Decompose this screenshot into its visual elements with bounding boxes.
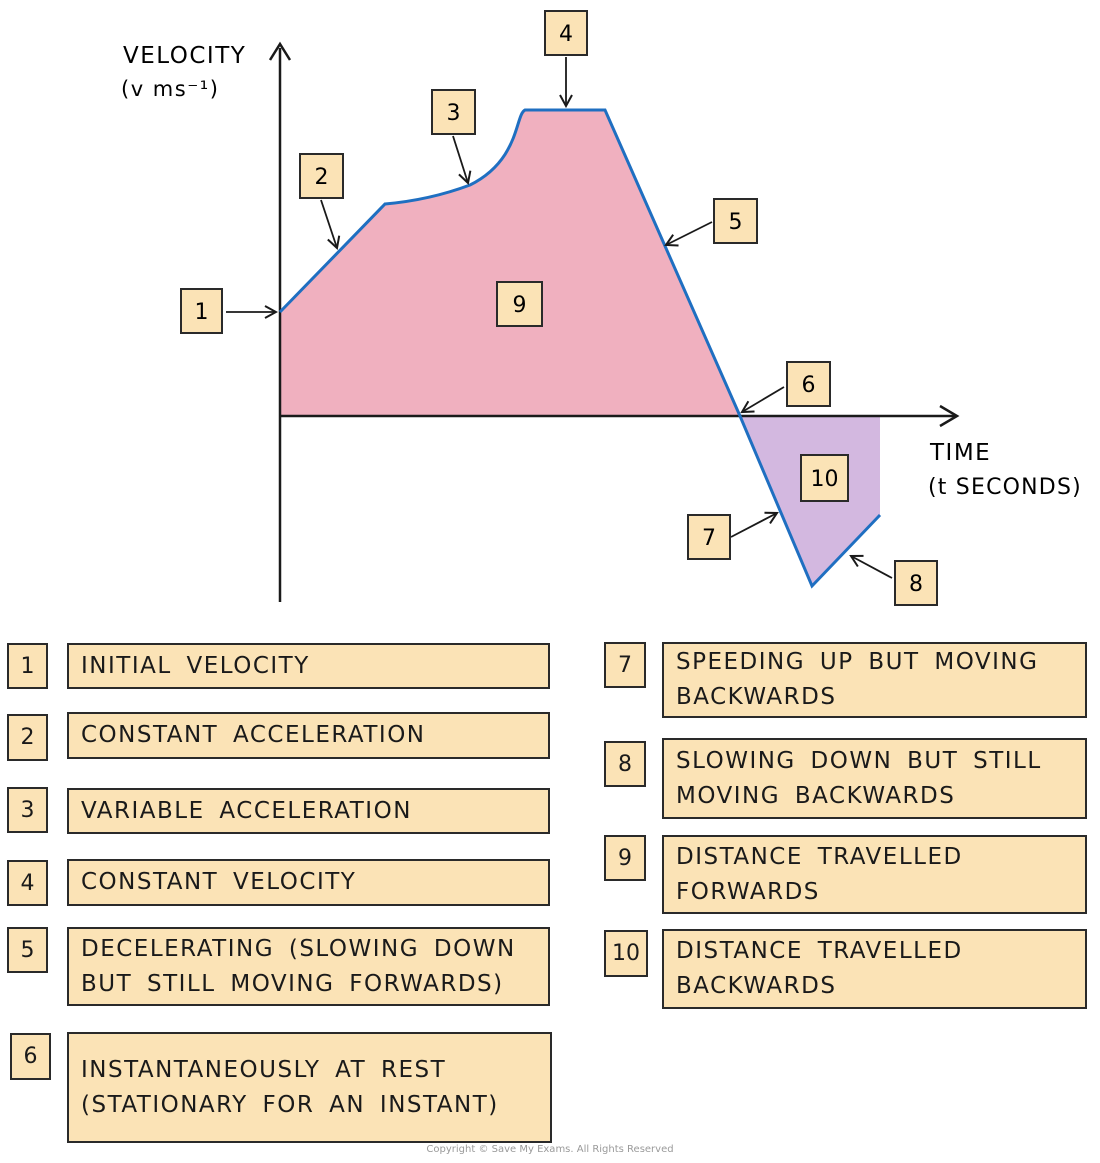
key-description-2: CONSTANT ACCELERATION xyxy=(67,712,550,759)
forward-distance-area xyxy=(280,110,740,416)
key-description-3: VARIABLE ACCELERATION xyxy=(67,788,550,834)
key-number-4: 4 xyxy=(7,860,48,906)
x-axis-label: TIME xyxy=(929,440,991,466)
key-number-8: 8 xyxy=(604,741,646,787)
key-text-1: INITIAL VELOCITY xyxy=(81,652,310,679)
callout-10: 10 xyxy=(800,454,849,502)
callout-arrow-2 xyxy=(320,199,337,248)
key-text-6: INSTANTANEOUSLY AT REST (STATIONARY FOR … xyxy=(81,1056,499,1118)
velocity-time-graph: VELOCITY (v ms⁻¹) TIME (t SECONDS) 1 2 3… xyxy=(121,10,1082,606)
callout-1-label: 1 xyxy=(195,300,209,325)
y-axis-arrowhead xyxy=(268,41,292,61)
key-number-3: 3 xyxy=(7,787,48,833)
y-axis-label: VELOCITY xyxy=(123,43,246,69)
callout-7: 7 xyxy=(687,514,731,560)
key-number-9: 9 xyxy=(604,835,646,881)
key-text-7: SPEEDING UP BUT MOVING BACKWARDS xyxy=(676,649,1039,710)
key-description-5: DECELERATING (SLOWING DOWN BUT STILL MOV… xyxy=(67,927,550,1006)
x-axis-unit: (t SECONDS) xyxy=(928,475,1082,500)
callout-arrow-3 xyxy=(452,135,468,183)
key-description-6: INSTANTANEOUSLY AT REST (STATIONARY FOR … xyxy=(67,1032,552,1143)
key-text-3: VARIABLE ACCELERATION xyxy=(81,797,412,824)
callout-3-label: 3 xyxy=(447,101,461,126)
key-text-2: CONSTANT ACCELERATION xyxy=(81,722,426,748)
callout-7-label: 7 xyxy=(702,526,716,551)
callout-6-label: 6 xyxy=(802,373,816,398)
callout-10-label: 10 xyxy=(811,467,839,492)
key-description-4: CONSTANT VELOCITY xyxy=(67,859,550,906)
callout-3: 3 xyxy=(431,89,476,135)
key-text-5: DECELERATING (SLOWING DOWN BUT STILL MOV… xyxy=(81,935,516,997)
key-number-1: 1 xyxy=(7,643,48,689)
key-description-8: SLOWING DOWN BUT STILL MOVING BACKWARDS xyxy=(662,738,1087,819)
copyright-notice: Copyright © Save My Exams. All Rights Re… xyxy=(426,1144,674,1155)
callout-5: 5 xyxy=(713,198,758,244)
callout-6: 6 xyxy=(786,361,831,407)
callout-2: 2 xyxy=(299,153,344,199)
callout-4-label: 4 xyxy=(559,22,573,47)
y-axis-unit: (v ms⁻¹) xyxy=(121,77,219,101)
key-number-2: 2 xyxy=(7,714,48,761)
velocity-line xyxy=(278,108,882,589)
callout-8-label: 8 xyxy=(909,572,923,597)
callout-5-label: 5 xyxy=(729,210,743,235)
key-number-6: 6 xyxy=(10,1033,51,1080)
key-number-5: 5 xyxy=(7,927,48,973)
callout-arrow-6 xyxy=(742,386,785,412)
callout-8: 8 xyxy=(894,560,938,606)
key-text-9: DISTANCE TRAVELLED FORWARDS xyxy=(676,843,963,905)
callout-9-label: 9 xyxy=(513,293,527,318)
callout-arrow-7 xyxy=(730,513,777,538)
callout-4: 4 xyxy=(544,10,588,56)
callout-1: 1 xyxy=(180,288,223,334)
key-text-10: DISTANCE TRAVELLED BACKWARDS xyxy=(676,938,963,999)
key-description-7: SPEEDING UP BUT MOVING BACKWARDS xyxy=(662,642,1087,718)
callout-arrow-5 xyxy=(666,221,713,245)
key-text-4: CONSTANT VELOCITY xyxy=(81,869,357,895)
callout-2-label: 2 xyxy=(315,165,329,190)
key-number-7: 7 xyxy=(604,642,646,688)
x-axis-arrowhead xyxy=(939,404,960,428)
key-description-10: DISTANCE TRAVELLED BACKWARDS xyxy=(662,929,1087,1009)
callout-9: 9 xyxy=(496,281,543,327)
key-number-10: 10 xyxy=(604,930,648,977)
callout-arrow-8 xyxy=(851,556,893,579)
key-description-9: DISTANCE TRAVELLED FORWARDS xyxy=(662,835,1087,914)
key-text-8: SLOWING DOWN BUT STILL MOVING BACKWARDS xyxy=(676,747,1042,809)
key-description-1: INITIAL VELOCITY xyxy=(67,643,550,689)
